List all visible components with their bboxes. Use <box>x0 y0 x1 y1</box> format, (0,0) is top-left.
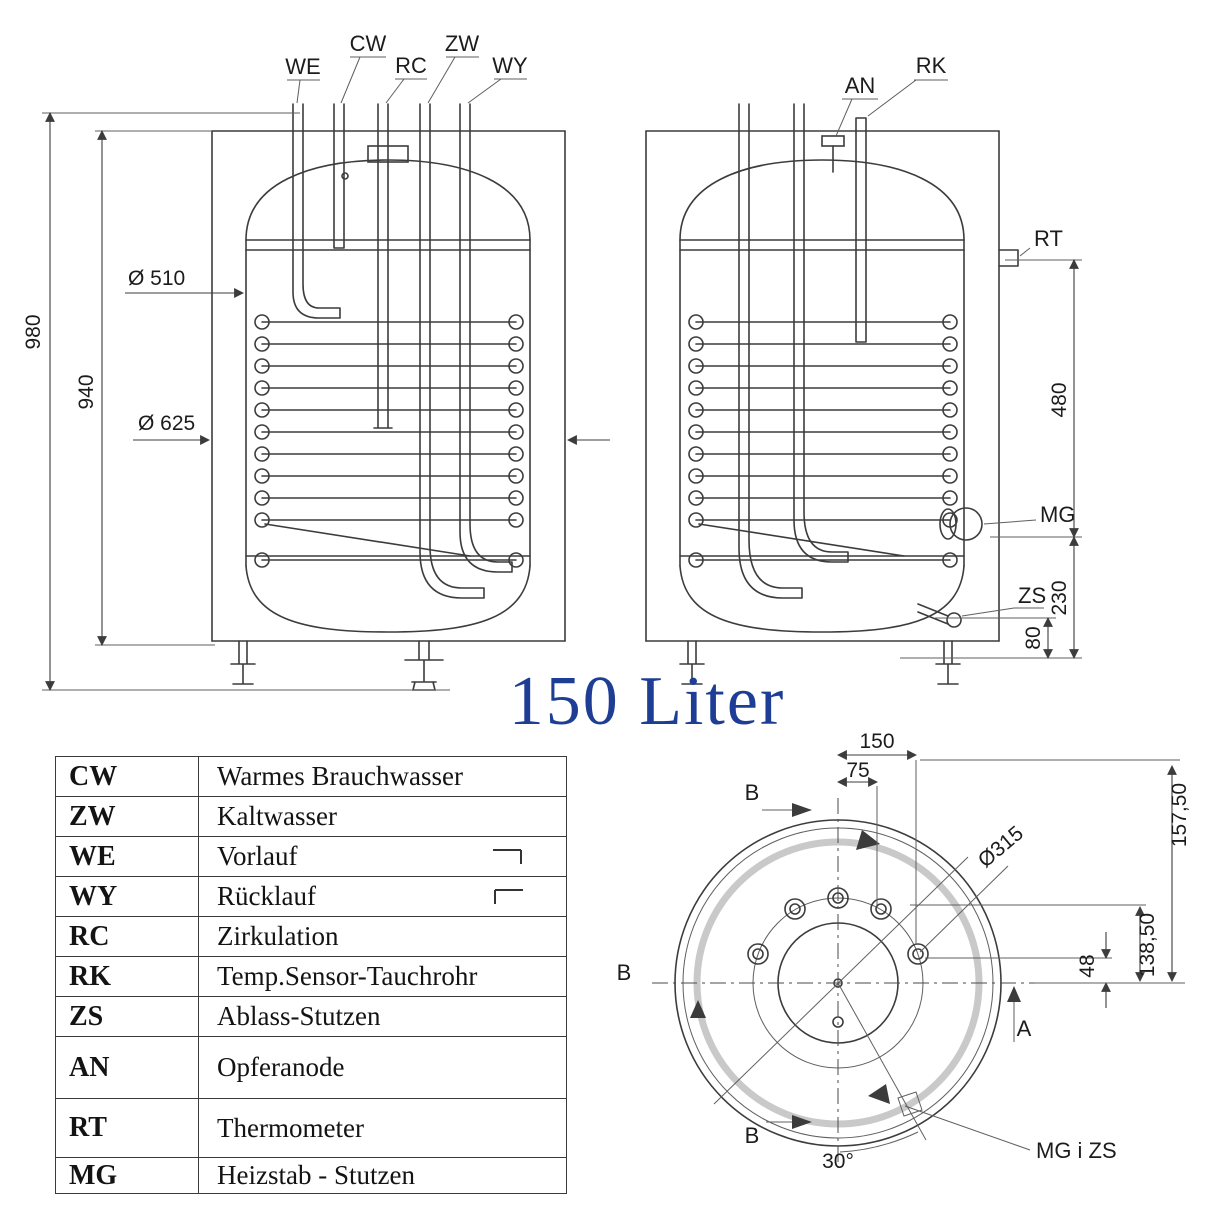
front-view-coil <box>254 314 524 568</box>
ruecklauf-symbol <box>490 884 526 915</box>
front-view-pipes <box>292 103 513 599</box>
legend-row-rt: RT Thermometer <box>55 1098 567 1158</box>
dim-drain-height: 80 <box>1022 626 1045 649</box>
legend-row-we: WE Vorlauf <box>55 836 567 877</box>
dim-coil-height: 480 <box>1048 382 1071 417</box>
section-label-b-left: B <box>617 960 632 985</box>
legend-row-rk: RK Temp.Sensor-Tauchrohr <box>55 956 567 997</box>
legend-abbr: WE <box>55 836 199 877</box>
dim-outer-diameter: Ø 625 <box>138 412 195 435</box>
label-an: AN <box>845 73 876 98</box>
front-view-feet <box>230 640 444 691</box>
legend-abbr: RT <box>55 1098 199 1158</box>
rear-view-outline <box>645 130 1000 642</box>
legend-row-zs: ZS Ablass-Stutzen <box>55 996 567 1037</box>
dim-pitch: 150 <box>859 730 894 753</box>
front-view-port-leaders <box>287 56 527 104</box>
label-rk: RK <box>916 53 947 78</box>
legend-row-cw: CW Warmes Brauchwasser <box>55 756 567 797</box>
port-label-rc: RC <box>395 53 427 78</box>
port-label-zw: ZW <box>445 31 479 56</box>
label-mg-zs: MG i ZS <box>1036 1138 1117 1163</box>
port-label-we: WE <box>285 54 320 79</box>
label-mg: MG <box>1040 502 1075 527</box>
rear-view-coil <box>688 314 958 568</box>
legend-desc-text: Rücklauf <box>217 881 316 911</box>
legend-desc: Vorlauf <box>198 836 567 877</box>
label-rt: RT <box>1034 226 1063 251</box>
legend-abbr: WY <box>55 876 199 917</box>
dim-radial-2: 138,50 <box>1136 913 1159 977</box>
label-zs: ZS <box>1018 583 1046 608</box>
rear-view-leaders <box>835 79 1044 617</box>
section-label-b-bottom: B <box>745 1123 760 1148</box>
dim-bolt-circle: Ø315 <box>974 822 1028 873</box>
legend-abbr: RC <box>55 916 199 957</box>
rear-view-fittings <box>917 249 1019 628</box>
bottom-view-dimensions <box>762 750 1185 1151</box>
legend-desc: Kaltwasser <box>198 796 567 837</box>
bottom-view-axes <box>652 798 1035 1168</box>
legend-desc: Opferanode <box>198 1036 567 1099</box>
front-view-dimensions <box>42 112 610 691</box>
dim-radial-1: 157,50 <box>1168 783 1191 847</box>
dim-total-height: 980 <box>22 314 45 349</box>
rear-view-pipes <box>738 103 867 599</box>
legend-desc: Warmes Brauchwasser <box>198 756 567 797</box>
legend-row-zw: ZW Kaltwasser <box>55 796 567 837</box>
legend-table: CW Warmes Brauchwasser ZW Kaltwasser WE … <box>55 756 567 1194</box>
legend-desc: Thermometer <box>198 1098 567 1158</box>
legend-desc-text: Vorlauf <box>217 841 298 871</box>
legend-abbr: MG <box>55 1157 199 1194</box>
legend-row-rc: RC Zirkulation <box>55 916 567 957</box>
legend-abbr: RK <box>55 956 199 997</box>
legend-abbr: ZS <box>55 996 199 1037</box>
legend-desc: Rücklauf <box>198 876 567 917</box>
dim-radial-3: 48 <box>1076 954 1099 977</box>
legend-desc: Heizstab - Stutzen <box>198 1157 567 1194</box>
bottom-view-holes <box>747 887 929 965</box>
section-label-a: A <box>1017 1016 1032 1041</box>
legend-abbr: AN <box>55 1036 199 1099</box>
port-label-cw: CW <box>350 31 387 56</box>
dim-half-pitch: 75 <box>846 759 869 782</box>
dim-inner-diameter: Ø 510 <box>128 267 185 290</box>
legend-desc: Ablass-Stutzen <box>198 996 567 1037</box>
legend-abbr: CW <box>55 756 199 797</box>
rear-view-dimensions <box>900 259 1082 659</box>
dim-angle: 30° <box>822 1150 854 1173</box>
legend-row-mg: MG Heizstab - Stutzen <box>55 1157 567 1194</box>
legend-desc: Temp.Sensor-Tauchrohr <box>198 956 567 997</box>
dim-jacket-height: 940 <box>75 374 98 409</box>
legend-desc: Zirkulation <box>198 916 567 957</box>
legend-row-wy: WY Rücklauf <box>55 876 567 917</box>
legend-abbr: ZW <box>55 796 199 837</box>
capacity-title: 150 Liter <box>508 663 786 740</box>
rear-view-feet <box>679 640 961 685</box>
vorlauf-symbol <box>490 844 526 875</box>
port-label-wy: WY <box>492 53 528 78</box>
legend-row-an: AN Opferanode <box>55 1036 567 1099</box>
dim-lower-height: 230 <box>1048 580 1071 615</box>
section-label-b-top: B <box>745 780 760 805</box>
